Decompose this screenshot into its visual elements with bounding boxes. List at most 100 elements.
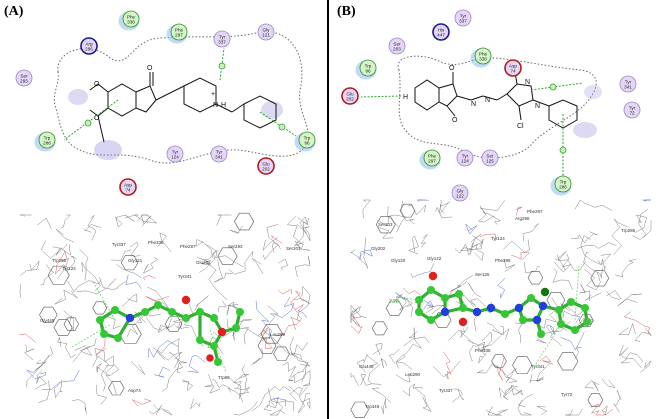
hbond-lines [360, 95, 402, 98]
residue-glu-202: Glu202 [257, 157, 275, 175]
residue-name: Ser [393, 42, 401, 47]
residue-name: Arg [85, 42, 93, 47]
residue-label-3d: Arg296 [515, 216, 530, 221]
residue-gly-122: Gly122 [451, 184, 469, 202]
residue-trp-286: Trp286 [550, 175, 572, 196]
residue-tyr-124: Tyr124 [456, 149, 474, 167]
ligand-3d [96, 295, 244, 366]
residue-label-3d: Trp449 [365, 404, 380, 409]
residue-name: Gly [457, 189, 465, 194]
residue-name: Tyr [625, 80, 632, 85]
ligand-structure-2d [414, 71, 578, 129]
residue-name: Trp [365, 64, 372, 69]
ligand-structure-2d [89, 72, 277, 143]
panel-b: (B) O H O N [331, 0, 661, 419]
residue-name: Trp [44, 136, 51, 141]
residue-name: Phe [479, 52, 488, 57]
atom-label-carbonyl-o: O [147, 65, 153, 72]
residue-name: Ser [20, 74, 28, 79]
residue-number: 124 [171, 155, 179, 160]
residue-ser-125: Ser125 [481, 149, 499, 167]
pi-interaction-lines [63, 47, 297, 141]
residue-number: 338 [127, 20, 135, 25]
residue-number: 286 [559, 185, 567, 190]
residue-name: Phe [428, 154, 437, 159]
atom-label-nh-h: H [403, 94, 408, 101]
residue-number: 122 [456, 194, 464, 199]
residue-bubbles: Tyr337His447Ser203Trp86Phe338Asp74Glu202… [341, 9, 641, 202]
residue-gly-121: Gly121 [257, 23, 275, 41]
residue-name: Tyr [216, 150, 223, 155]
residue-label-3d: Phe295 [495, 258, 511, 263]
atom-label-chlorine: Cl [517, 123, 524, 130]
residue-tyr-124: Tyr124 [166, 145, 184, 163]
residue-name: Trp [304, 136, 311, 141]
atom-label-azine-n: N [471, 101, 476, 108]
residue-number: 74 [125, 188, 131, 193]
residue-number: 74 [510, 69, 516, 74]
residue-label-3d: Tyr337 [112, 242, 126, 247]
residue-label-3d: Tyr124 [62, 266, 76, 271]
residue-name: Phe [175, 28, 184, 33]
panel-b-figure: O H O N N N N Cl Tyr337His447Ser203Trp86… [341, 9, 652, 418]
residue-label-3d: Phe297 [180, 244, 196, 249]
residue-number: 341 [624, 85, 632, 90]
residue-label-3d: Gly121 [128, 258, 143, 263]
residue-phe-297: Phe297 [166, 23, 188, 44]
residue-number: 447 [437, 33, 445, 38]
residue-name: Asp [124, 183, 132, 188]
protein-wireframe-3d [350, 199, 652, 418]
residue-number: 72 [629, 111, 635, 116]
residue-number: 86 [365, 69, 371, 74]
residue-number: 297 [428, 159, 436, 164]
residue-number: 124 [461, 159, 469, 164]
residue-ser-203: Ser203 [388, 37, 406, 55]
residue-name: Gly [263, 28, 271, 33]
residue-phe-297: Phe297 [419, 149, 441, 170]
solvent-exposure-shadow [573, 122, 597, 138]
residue-label-3d: Phe297 [527, 209, 543, 214]
residue-label-3d: Ser203 [378, 222, 393, 227]
panel-a-label: (A) [4, 4, 24, 19]
binding-pocket-contour [397, 55, 597, 159]
residue-name: Glu [346, 92, 354, 97]
solvent-exposure-shadow [94, 140, 122, 160]
panel-divider [327, 0, 329, 419]
ligand-3d [415, 271, 591, 338]
residue-name: Tyr [172, 150, 179, 155]
residue-glu-202: Glu202 [341, 87, 359, 105]
residue-name: Trp [560, 180, 567, 185]
panel-b-label: (B) [337, 4, 356, 19]
residue-phe-338: Phe338 [118, 10, 140, 31]
atom-label-methoxy-o: O [94, 81, 100, 88]
pi-interaction-lines-3d [69, 279, 227, 373]
residue-number: 125 [486, 159, 494, 164]
residue-label-3d: Ser293 [228, 244, 243, 249]
residue-label-3d: Tyr124 [491, 236, 505, 241]
residue-number: 337 [459, 19, 467, 24]
residue-number: 341 [215, 155, 223, 160]
residue-label-3d: Tyr341 [531, 364, 545, 369]
protein-wireframe-3d [19, 212, 311, 416]
residue-number: 338 [479, 57, 487, 62]
solvent-exposure-shadow [584, 85, 602, 99]
residue-label-3d: Tyr337 [439, 388, 453, 393]
residue-tyr-72: Tyr72 [623, 101, 641, 119]
atom-label-pyrazole-n: N [535, 103, 540, 110]
residue-label-3d: Asp74 [128, 388, 141, 393]
residue-label-3d: Phe338 [475, 348, 491, 353]
residue-name: Tyr [462, 154, 469, 159]
residue-label-3d: Glu448 [359, 364, 374, 369]
residue-label-3d: Phe338 [148, 240, 164, 245]
residue-number: 202 [346, 97, 354, 102]
residue-trp-86: Trp86 [355, 59, 377, 80]
residue-number: 293 [20, 79, 28, 84]
residue-name: Phe [127, 15, 136, 20]
residue-name: Tyr [629, 106, 636, 111]
interaction-lines-3d [402, 265, 580, 373]
residue-label-3d: Gly448 [40, 318, 55, 323]
residue-asp-74: Asp74 [119, 178, 137, 196]
